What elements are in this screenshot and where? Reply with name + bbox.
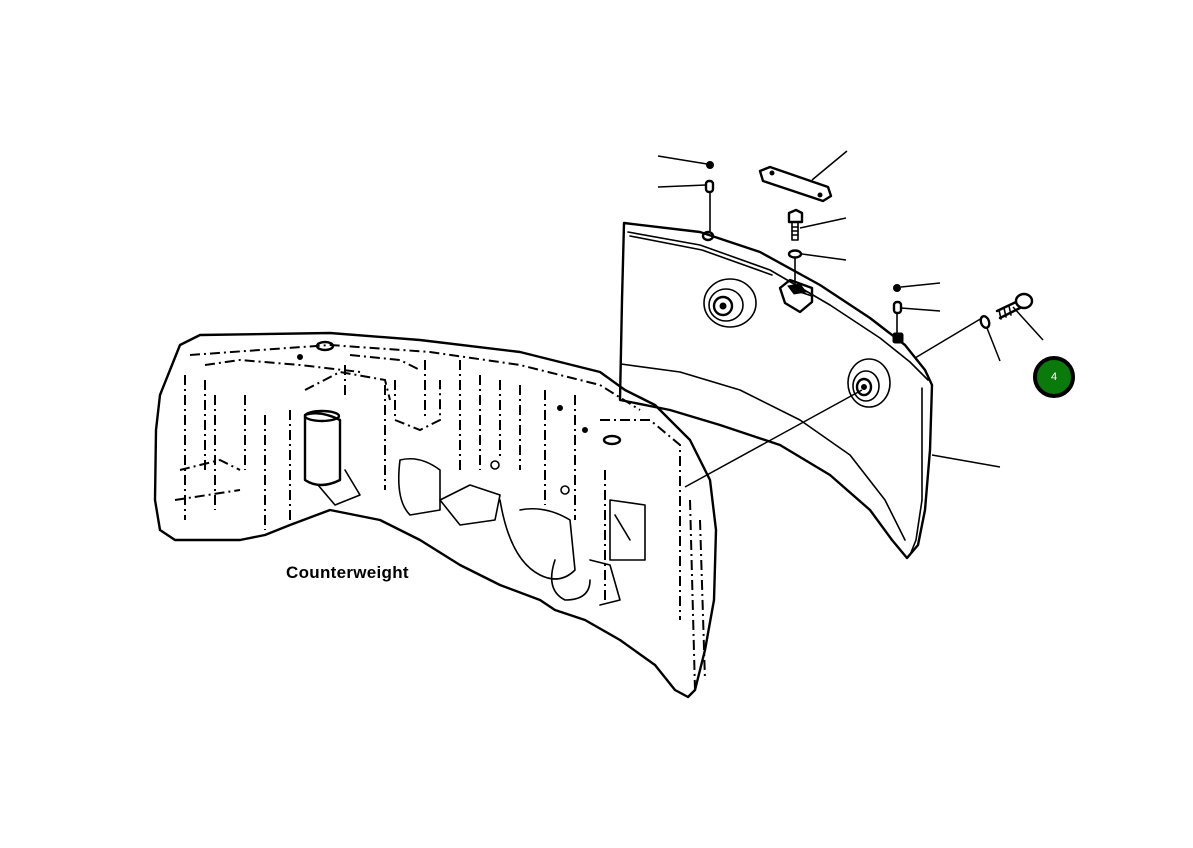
small-screw-left[interactable]: [706, 161, 714, 169]
spacer-left[interactable]: [704, 179, 715, 194]
counterweight-label: Counterweight: [286, 563, 409, 582]
counterweight-cover-panel[interactable]: [618, 221, 934, 560]
callout-badge[interactable]: 4: [1033, 356, 1075, 398]
side-washer[interactable]: [979, 314, 991, 330]
counterweight-body[interactable]: [153, 331, 718, 699]
bolt-top[interactable]: [787, 208, 804, 241]
side-bolt[interactable]: [995, 292, 1034, 320]
bracket[interactable]: [778, 278, 814, 314]
leader-lines: [657, 150, 1044, 488]
small-screw-right[interactable]: [893, 284, 901, 292]
rubber-mount-lower[interactable]: [847, 358, 891, 408]
top-plate[interactable]: [758, 165, 833, 203]
rubber-mount-upper[interactable]: [703, 278, 757, 328]
callout-number: 4: [1050, 371, 1058, 383]
spacer-right[interactable]: [892, 300, 903, 315]
washer-top[interactable]: [787, 249, 803, 259]
